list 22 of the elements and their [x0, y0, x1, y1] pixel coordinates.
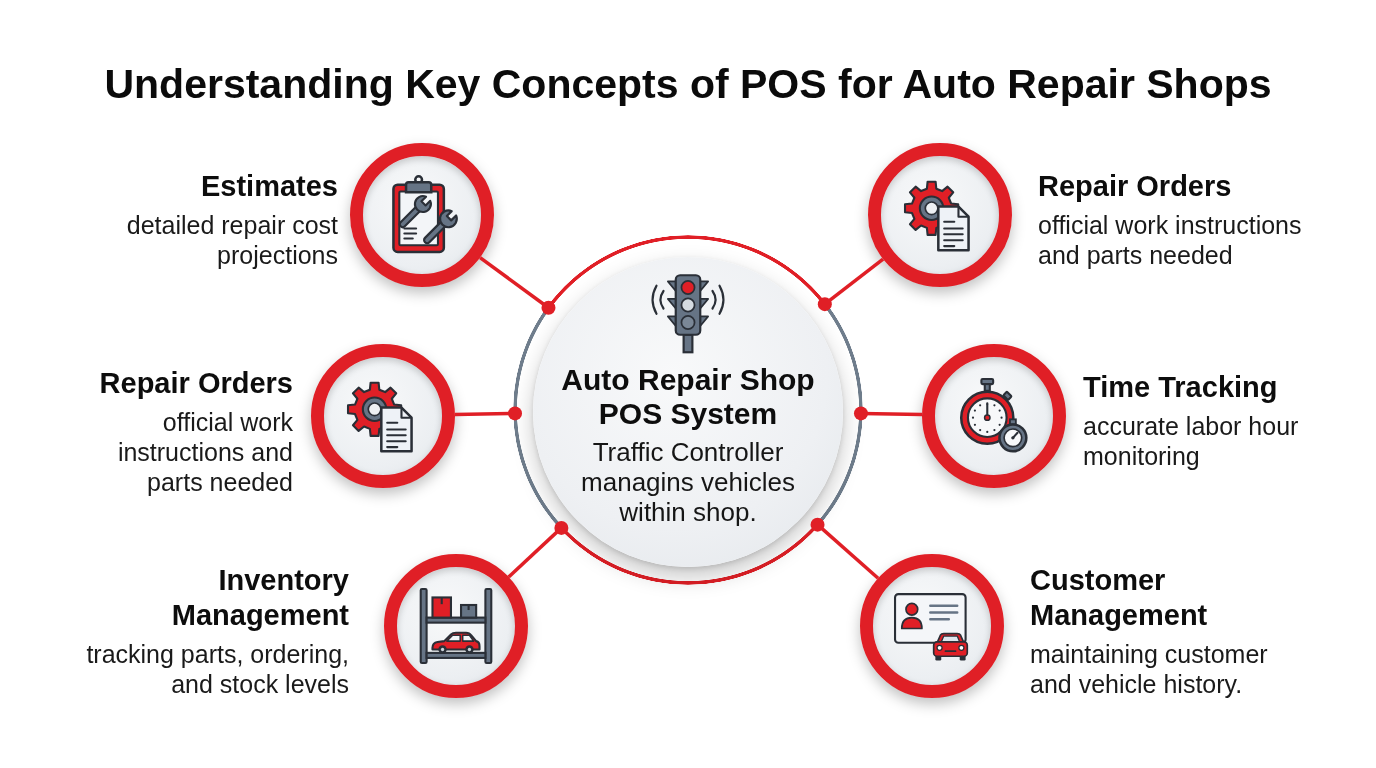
- hub-description: Traffic Controller managins vehicles within shop.: [580, 437, 796, 527]
- connector-line: [479, 256, 556, 315]
- concept-description: detailed repair cost projections: [125, 210, 338, 270]
- concept-description: maintaining customer and vehicle history.: [1030, 639, 1269, 699]
- concept-heading: Repair Orders: [1038, 169, 1232, 204]
- connector-line: [810, 517, 880, 580]
- connector-line: [507, 520, 569, 579]
- concept-heading: Time Tracking: [1083, 370, 1278, 405]
- concept-description: tracking parts, ordering, and stock levels: [85, 639, 349, 699]
- hub-ring: [513, 235, 863, 585]
- concept-description: official work instructions and parts needed: [1038, 210, 1303, 270]
- concept-heading: Inventory Management: [171, 563, 349, 633]
- connector-line: [454, 406, 523, 421]
- concept-heading: Repair Orders: [99, 366, 293, 401]
- concept-description: official work instructions and parts needed: [116, 407, 293, 497]
- concept-description: accurate labor hour monitoring: [1083, 411, 1300, 471]
- diagram-title: Understanding Key Concepts of POS for Auto Repair Shops: [104, 60, 1272, 108]
- hub-title: Auto Repair Shop POS System: [560, 363, 816, 431]
- connector-line: [853, 406, 923, 421]
- connector-line: [817, 257, 885, 312]
- concept-heading: Customer Management: [1030, 563, 1208, 633]
- concept-heading: Estimates: [201, 169, 338, 204]
